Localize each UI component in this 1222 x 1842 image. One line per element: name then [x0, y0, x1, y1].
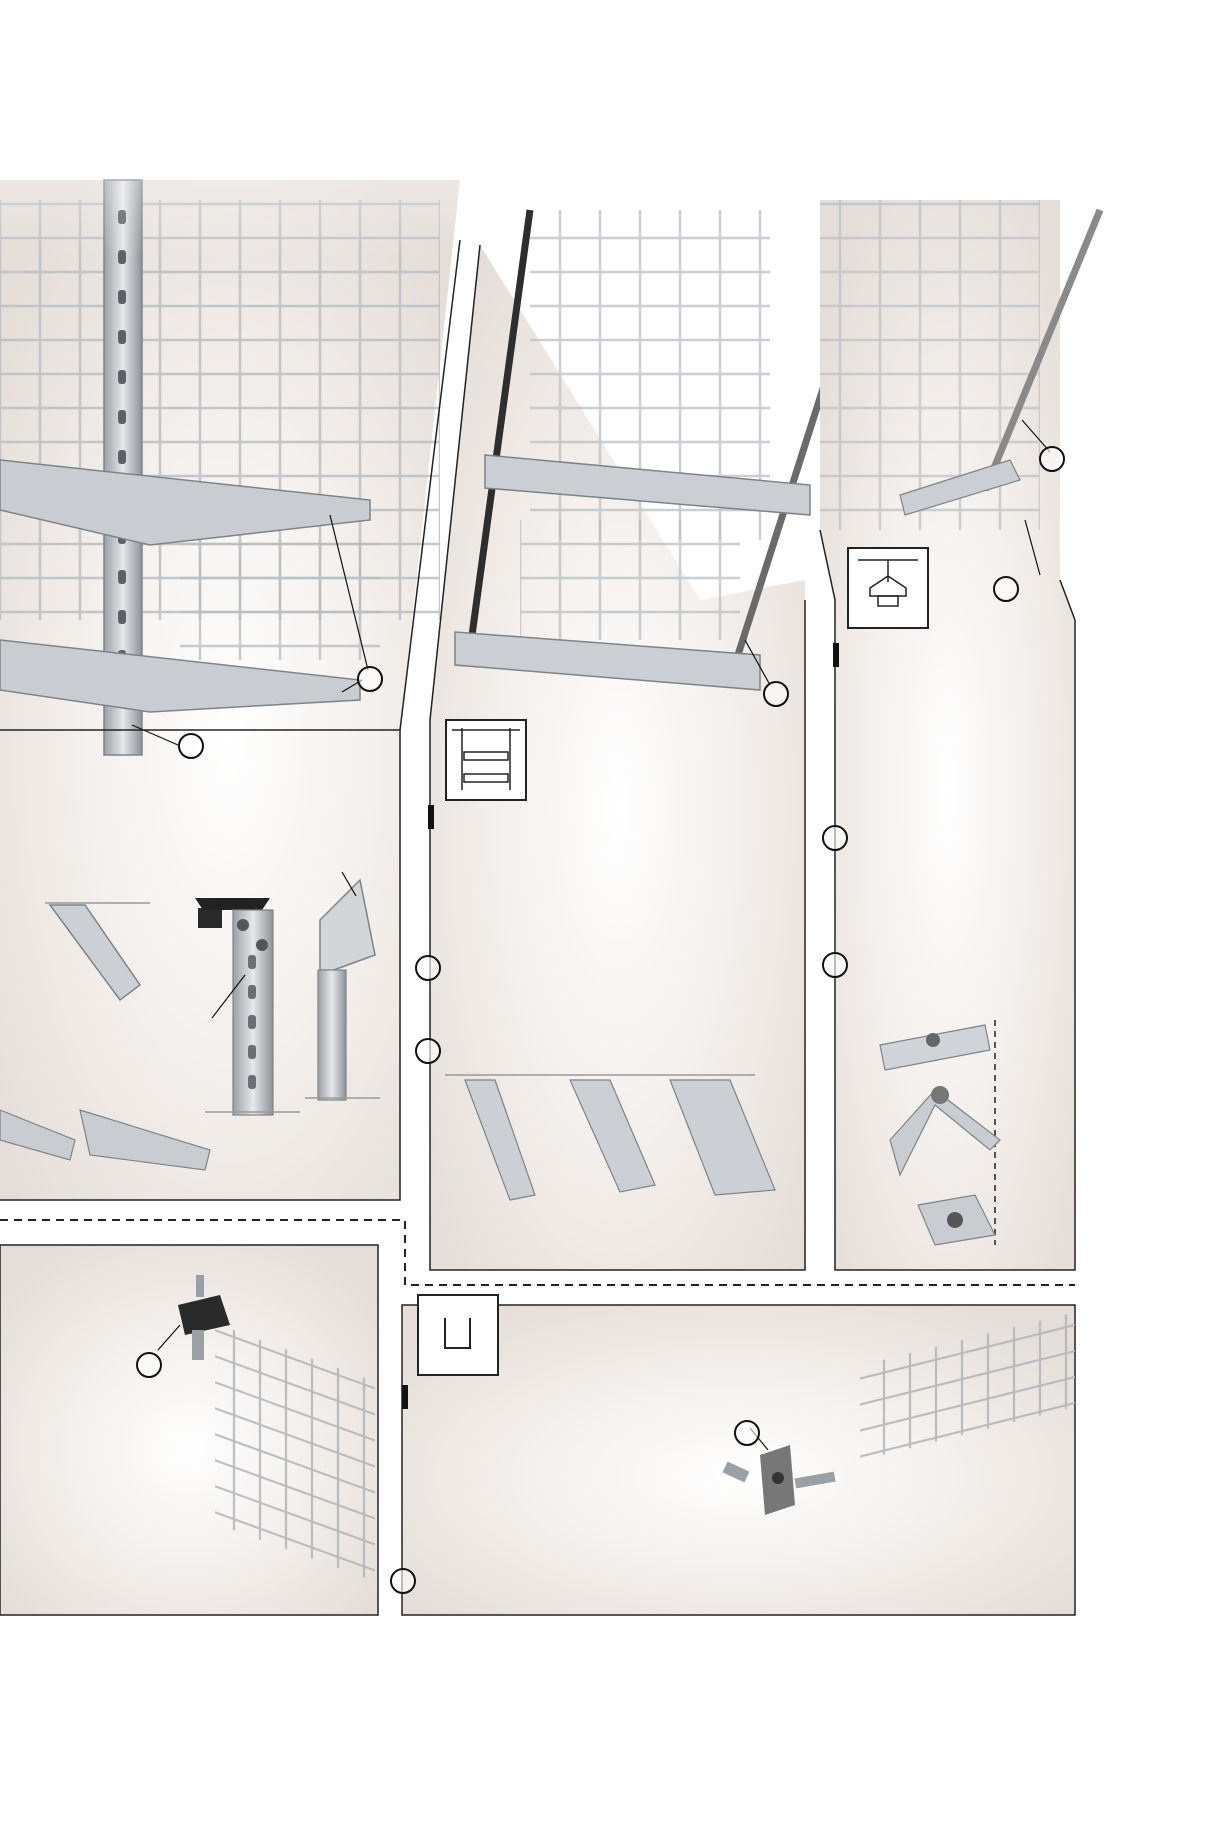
panel-u-channel-coupler: [401, 1294, 1076, 1616]
callout-marker: [415, 955, 441, 981]
u-channel-icon: [417, 1294, 499, 1376]
callout-marker: [390, 1568, 416, 1594]
callout-marker: [1039, 446, 1065, 472]
panel-rod-clamp: [819, 200, 1104, 1271]
rod-clamp-icon: [847, 547, 929, 629]
panel-trapeze-suspension: [399, 208, 884, 1271]
section-divider: [0, 1219, 1075, 1286]
trapeze-hanger-icon: [445, 719, 527, 801]
callout-marker: [357, 666, 383, 692]
callout-marker: [136, 1352, 162, 1378]
section-marker: [402, 1385, 408, 1409]
section-marker: [833, 643, 839, 667]
panel-wall-mount: [0, 179, 460, 1201]
callout-marker: [415, 1038, 441, 1064]
callout-marker: [822, 952, 848, 978]
section-marker: [428, 805, 434, 829]
callout-marker: [822, 825, 848, 851]
callout-marker: [993, 576, 1019, 602]
panel-floor-clamp: [0, 1244, 379, 1616]
callout-marker: [734, 1420, 760, 1446]
callout-marker: [178, 733, 204, 759]
callout-marker: [763, 681, 789, 707]
